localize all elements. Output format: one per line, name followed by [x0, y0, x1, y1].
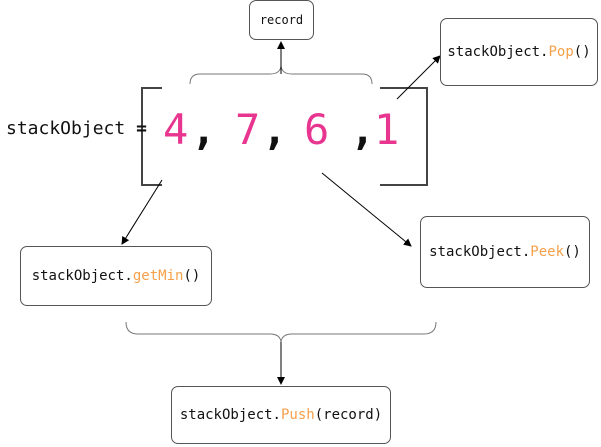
stack-value-2: 7: [235, 105, 261, 154]
getmin-object: stackObject.: [31, 268, 133, 284]
pop-box: stackObject.Pop(): [440, 18, 598, 86]
getmin-args: (): [183, 268, 201, 284]
getmin-method: getMin: [132, 268, 184, 284]
stack-label: stackObject =: [6, 118, 147, 139]
push-args: (record): [314, 407, 383, 423]
stack-name: stackObject: [6, 118, 126, 139]
peek-args: (): [564, 244, 581, 260]
push-box: stackObject.Push(record): [171, 386, 391, 444]
bottom-brace: [125, 321, 437, 343]
stack-value-1: 4: [163, 105, 189, 154]
arrow-to-pop: [396, 55, 441, 100]
peek-box: stackObject.Peek(): [420, 216, 590, 288]
push-method: Push: [281, 407, 315, 423]
pop-args: (): [573, 44, 591, 60]
stack-separator-1: ,: [191, 105, 217, 154]
stack-value-3: 6: [304, 105, 330, 154]
equals-sign: =: [136, 118, 147, 139]
stack-separator-2: ,: [262, 105, 288, 154]
arrow-to-getmin: [121, 179, 163, 245]
peek-object: stackObject.: [429, 244, 531, 260]
record-box: record: [249, 0, 314, 40]
push-object: stackObject.: [179, 407, 281, 423]
peek-method: Peek: [530, 244, 564, 260]
record-label: record: [259, 13, 304, 27]
stack-separator-3: ,: [350, 105, 376, 154]
pop-object: stackObject.: [447, 44, 549, 60]
getmin-box: stackObject.getMin(): [20, 246, 212, 306]
arrow-to-peek: [321, 172, 412, 247]
stack-value-4: 1: [374, 105, 400, 154]
pop-method: Pop: [548, 44, 574, 60]
right-bracket: [380, 87, 428, 186]
left-bracket: [141, 87, 162, 186]
